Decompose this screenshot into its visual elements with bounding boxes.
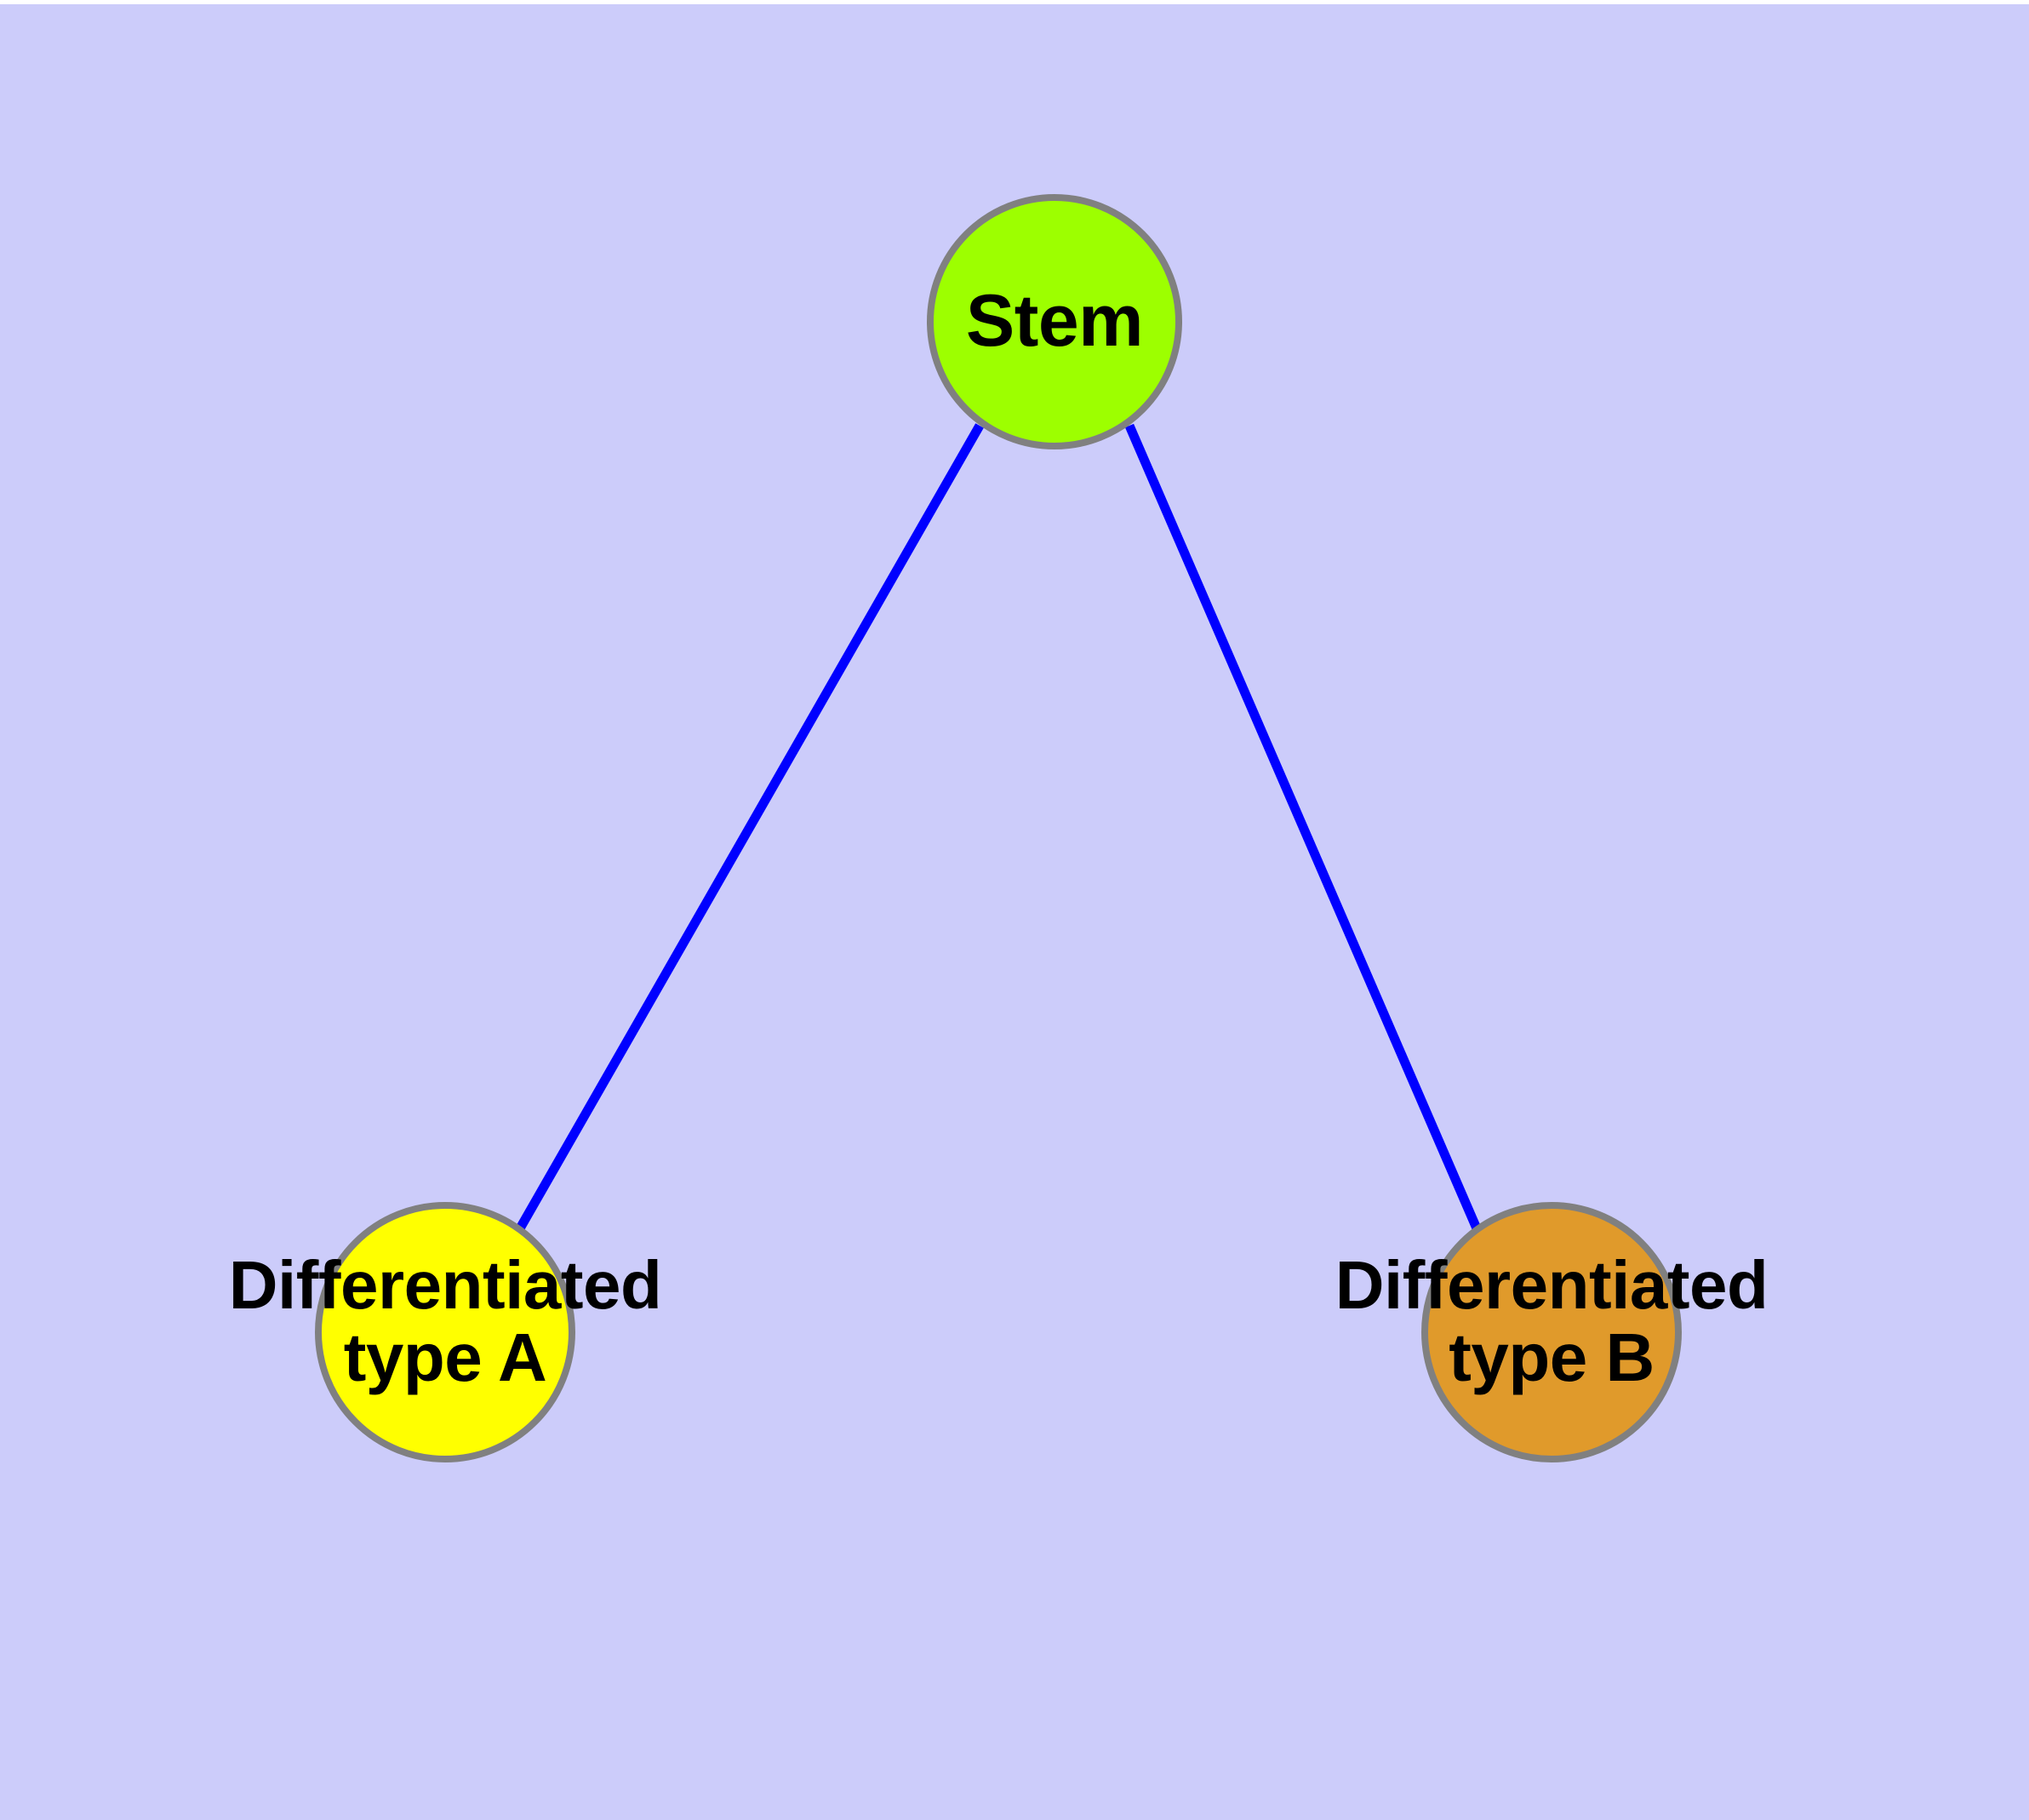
edge-stem-to-type-b[interactable] <box>1124 423 1482 1231</box>
node-type-a[interactable] <box>315 1202 575 1462</box>
edge-stem-to-type-a[interactable] <box>516 423 984 1231</box>
node-type-b[interactable] <box>1421 1202 1682 1462</box>
edge-layer <box>516 423 1482 1231</box>
node-layer <box>315 194 1682 1462</box>
node-stem[interactable] <box>927 194 1182 449</box>
